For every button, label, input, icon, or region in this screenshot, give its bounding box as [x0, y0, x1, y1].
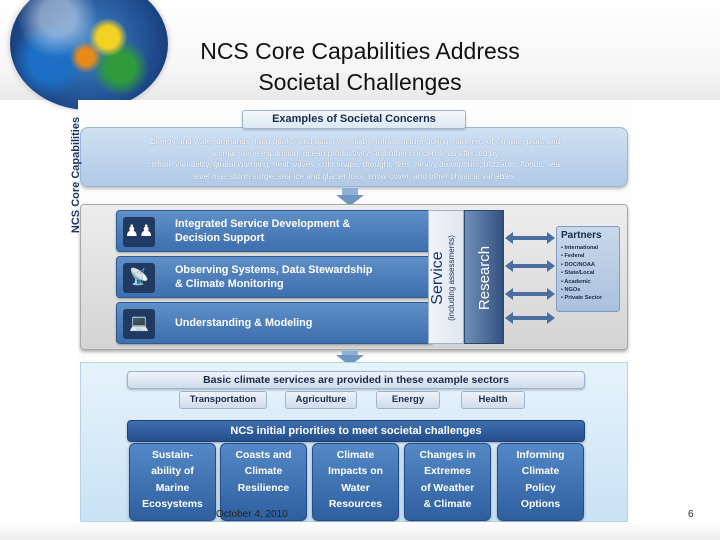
priority-label: Climate Impacts on Water Resources: [315, 448, 396, 514]
priority-label-line: Impacts on: [328, 466, 383, 478]
capability-label-line: & Climate Monitoring: [175, 278, 284, 290]
slide-title-line2: Societal Challenges: [258, 69, 462, 95]
sector-agriculture: Agriculture: [285, 391, 357, 409]
priority-label-line: Sustain-: [152, 450, 193, 461]
laptop-wifi-icon: 💻: [123, 309, 155, 339]
service-sublabel: (including assessments): [447, 235, 456, 321]
people-icon: ♟♟: [123, 217, 155, 247]
capability-label-line: Observing Systems, Data Stewardship: [175, 264, 373, 276]
climate-services-panel: Basic climate services are provided in t…: [80, 362, 628, 522]
capability-label: Observing Systems, Data Stewardship & Cl…: [175, 263, 425, 291]
capability-label-line: Understanding & Modeling: [175, 317, 313, 329]
service-label-group: Service (including assessments): [429, 211, 465, 345]
priority-label: Informing Climate Policy Options: [500, 448, 581, 514]
priority-label-line: Climate: [336, 450, 375, 461]
priority-label-line: of Weather: [420, 482, 475, 494]
sector-transportation: Transportation: [179, 391, 267, 409]
partner-item: • State/Local: [561, 270, 595, 277]
concerns-line: climate variability, global warming, hea…: [147, 160, 563, 170]
partner-item: • Private Sector: [561, 295, 603, 302]
partner-connector-arrows: [505, 232, 555, 324]
priority-label-line: & Climate: [423, 499, 472, 511]
research-label: Research: [476, 245, 493, 311]
capability-integrated-service: ♟♟ Integrated Service Development & Deci…: [116, 210, 434, 252]
partner-item: • International: [561, 245, 599, 251]
research-column: Research: [464, 210, 504, 344]
societal-concerns-panel: Energy and water demands, food quality a…: [80, 127, 628, 187]
priority-coasts-climate: Coasts and Climate Resilience: [220, 443, 307, 521]
partners-title: Partners: [561, 230, 602, 241]
priority-label-line: Extremes: [424, 466, 471, 478]
priority-label-line: Informing: [516, 450, 565, 461]
priority-water-resources: Climate Impacts on Water Resources: [312, 443, 399, 521]
capability-label: Understanding & Modeling: [175, 316, 425, 330]
priority-label: Coasts and Climate Resilience: [223, 448, 304, 497]
sector-energy: Energy: [376, 391, 440, 409]
capability-label-line: Decision Support: [175, 232, 265, 244]
concerns-line: animal range expansion, ocean productivi…: [211, 148, 499, 158]
earth-globe-icon: [10, 0, 168, 110]
priority-weather-extremes: Changes in Extremes of Weather & Climate: [404, 443, 491, 521]
priority-label-line: Options: [520, 499, 561, 511]
partner-item: • Academic: [561, 278, 591, 285]
slide-title: NCS Core Capabilities Address Societal C…: [150, 36, 570, 98]
priority-label-line: ability of: [151, 466, 194, 478]
core-capabilities-label: NCS Core Capabilities: [70, 116, 82, 234]
priority-label-line: Ecosystems: [142, 499, 203, 511]
climate-services-banner: Basic climate services are provided in t…: [127, 371, 585, 389]
partner-item: • DOC/NOAA: [561, 261, 595, 268]
slide-footer-band: [0, 522, 720, 540]
down-arrow-icon: [336, 195, 364, 206]
sector-health: Health: [461, 391, 525, 409]
priority-label-line: Climate: [244, 466, 283, 478]
partners-box: Partners • International • Federal • DOC…: [556, 226, 620, 312]
capability-label-line: Integrated Service Development &: [175, 218, 351, 230]
service-column: Service (including assessments): [428, 210, 464, 344]
satellite-dish-icon: 📡: [123, 263, 155, 293]
flow-arrow-stem: [342, 188, 358, 196]
partner-item: • Federal: [561, 253, 585, 260]
priority-label-line: Resources: [328, 499, 383, 511]
priority-label-line: Climate: [521, 466, 560, 478]
ncs-diagram: Energy and water demands, food quality a…: [70, 100, 631, 522]
priority-label: Sustain- ability of Marine Ecosystems: [132, 448, 213, 514]
down-arrow-icon: [336, 355, 364, 366]
priority-label-line: Policy: [525, 482, 556, 494]
service-label: Service: [429, 251, 446, 305]
partner-item: • NGOs: [561, 287, 581, 294]
footer-date: October 4, 2010: [216, 509, 288, 520]
priority-label-line: Resilience: [237, 482, 290, 494]
capability-understanding-modeling: 💻 Understanding & Modeling: [116, 302, 434, 344]
capability-label: Integrated Service Development & Decisio…: [175, 217, 425, 245]
priority-policy-options: Informing Climate Policy Options: [497, 443, 584, 521]
priority-marine-ecosystems: Sustain- ability of Marine Ecosystems: [129, 443, 216, 521]
partners-list: • International • Federal • DOC/NOAA • S…: [561, 244, 615, 303]
societal-concerns-header: Examples of Societal Concerns: [242, 110, 466, 129]
concerns-line: Energy and water demands, food quality a…: [149, 137, 561, 146]
capability-observing-systems: 📡 Observing Systems, Data Stewardship & …: [116, 256, 434, 298]
priority-label-line: Water: [341, 482, 370, 494]
priority-label-line: Changes in: [419, 450, 476, 461]
concerns-line: level rise, storm surge, sea-ice and gla…: [192, 171, 517, 181]
slide-title-line1: NCS Core Capabilities Address: [200, 38, 520, 64]
priority-label-line: Coasts and: [235, 450, 292, 461]
flow-arrow-stem: [342, 351, 358, 357]
priorities-banner: NCS initial priorities to meet societal …: [127, 420, 585, 442]
priority-label: Changes in Extremes of Weather & Climate: [407, 448, 488, 514]
page-number: 6: [688, 509, 694, 520]
double-arrow-icon: [505, 232, 555, 324]
priority-label-line: Marine: [155, 482, 190, 494]
societal-concerns-text: Energy and water demands, food quality a…: [95, 136, 615, 182]
